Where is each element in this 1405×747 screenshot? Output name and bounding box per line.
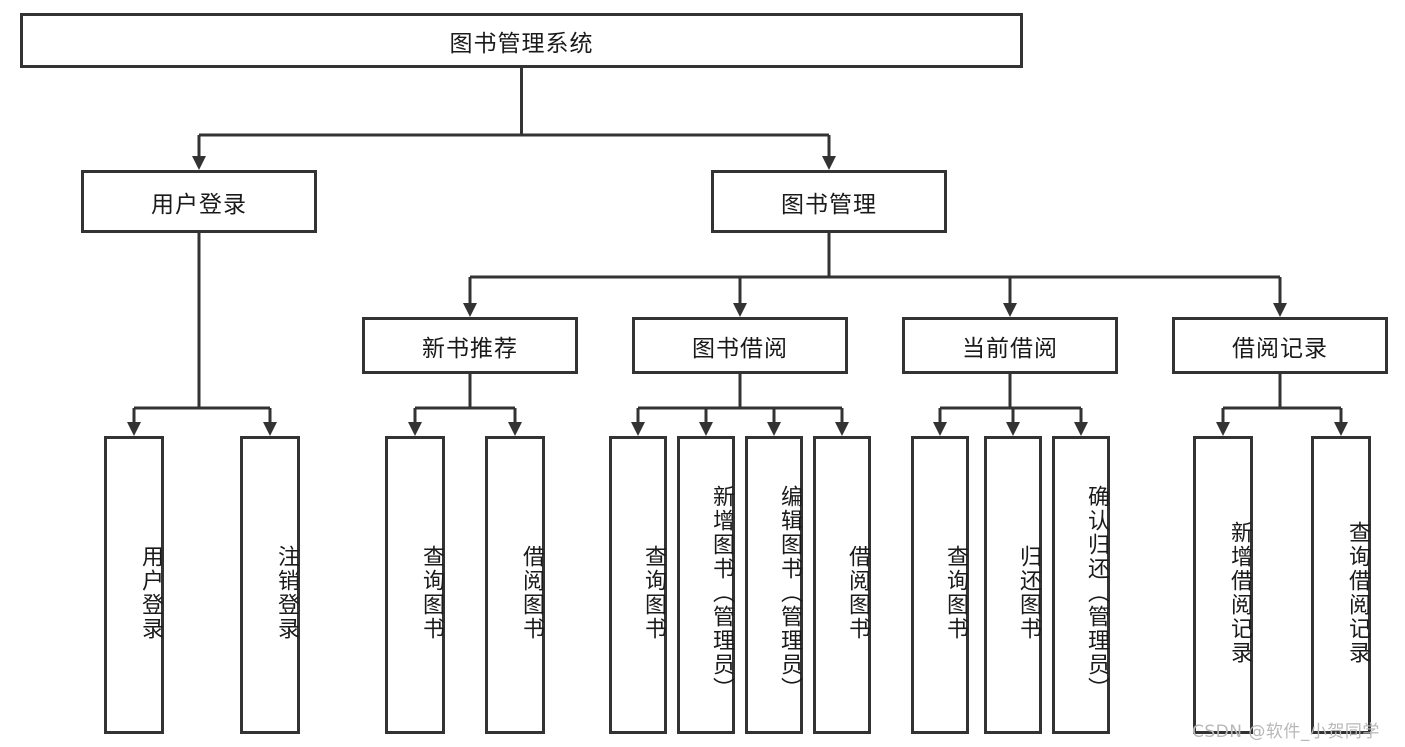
node-label: 图书管理系统 [449, 30, 594, 57]
node-label: 图书管理 [781, 191, 877, 218]
leaf-node-7[interactable]: 借阅图书 [813, 436, 871, 734]
node-label: 确认归还（管理员） [1084, 485, 1109, 701]
root-node-0[interactable]: 图书管理系统 [20, 13, 1023, 68]
leaf-node-10[interactable]: 确认归还（管理员） [1052, 436, 1110, 734]
node-label: 借阅图书 [845, 545, 870, 641]
level2-node-1[interactable]: 图书管理 [711, 170, 947, 233]
leaf-node-12[interactable]: 查询借阅记录 [1311, 436, 1371, 734]
leaf-node-3[interactable]: 借阅图书 [485, 436, 545, 734]
leaf-node-11[interactable]: 新增借阅记录 [1193, 436, 1253, 734]
leaf-node-9[interactable]: 归还图书 [984, 436, 1042, 734]
node-label: 查询图书 [641, 545, 666, 641]
node-label: 新增图书（管理员） [709, 485, 734, 701]
node-label: 图书借阅 [692, 335, 788, 362]
node-label: 新书推荐 [422, 335, 518, 362]
node-label: 查询借阅记录 [1345, 521, 1370, 665]
node-label: 用户登录 [138, 545, 163, 641]
csdn-watermark: CSDN @软件_小贺同学 [1192, 722, 1380, 742]
leaf-node-4[interactable]: 查询图书 [609, 436, 667, 734]
node-label: 编辑图书（管理员） [777, 485, 802, 701]
level2-node-0[interactable]: 用户登录 [81, 170, 317, 233]
node-label: 借阅图书 [519, 545, 544, 641]
node-label: 注销登录 [274, 545, 299, 641]
leaf-node-2[interactable]: 查询图书 [385, 436, 445, 734]
leaf-node-6[interactable]: 编辑图书（管理员） [745, 436, 803, 734]
level3-node-3[interactable]: 借阅记录 [1172, 317, 1388, 374]
node-label: 新增借阅记录 [1227, 521, 1252, 665]
node-label: 查询图书 [419, 545, 444, 641]
leaf-node-1[interactable]: 注销登录 [240, 436, 300, 734]
level3-node-0[interactable]: 新书推荐 [362, 317, 578, 374]
node-label: 借阅记录 [1232, 335, 1328, 362]
leaf-node-8[interactable]: 查询图书 [911, 436, 969, 734]
node-label: 归还图书 [1016, 545, 1041, 641]
level3-node-1[interactable]: 图书借阅 [632, 317, 848, 374]
node-label: 用户登录 [151, 191, 247, 218]
leaf-node-5[interactable]: 新增图书（管理员） [677, 436, 735, 734]
node-label: 当前借阅 [962, 335, 1058, 362]
node-label: 查询图书 [943, 545, 968, 641]
leaf-node-0[interactable]: 用户登录 [104, 436, 164, 734]
level3-node-2[interactable]: 当前借阅 [902, 317, 1118, 374]
